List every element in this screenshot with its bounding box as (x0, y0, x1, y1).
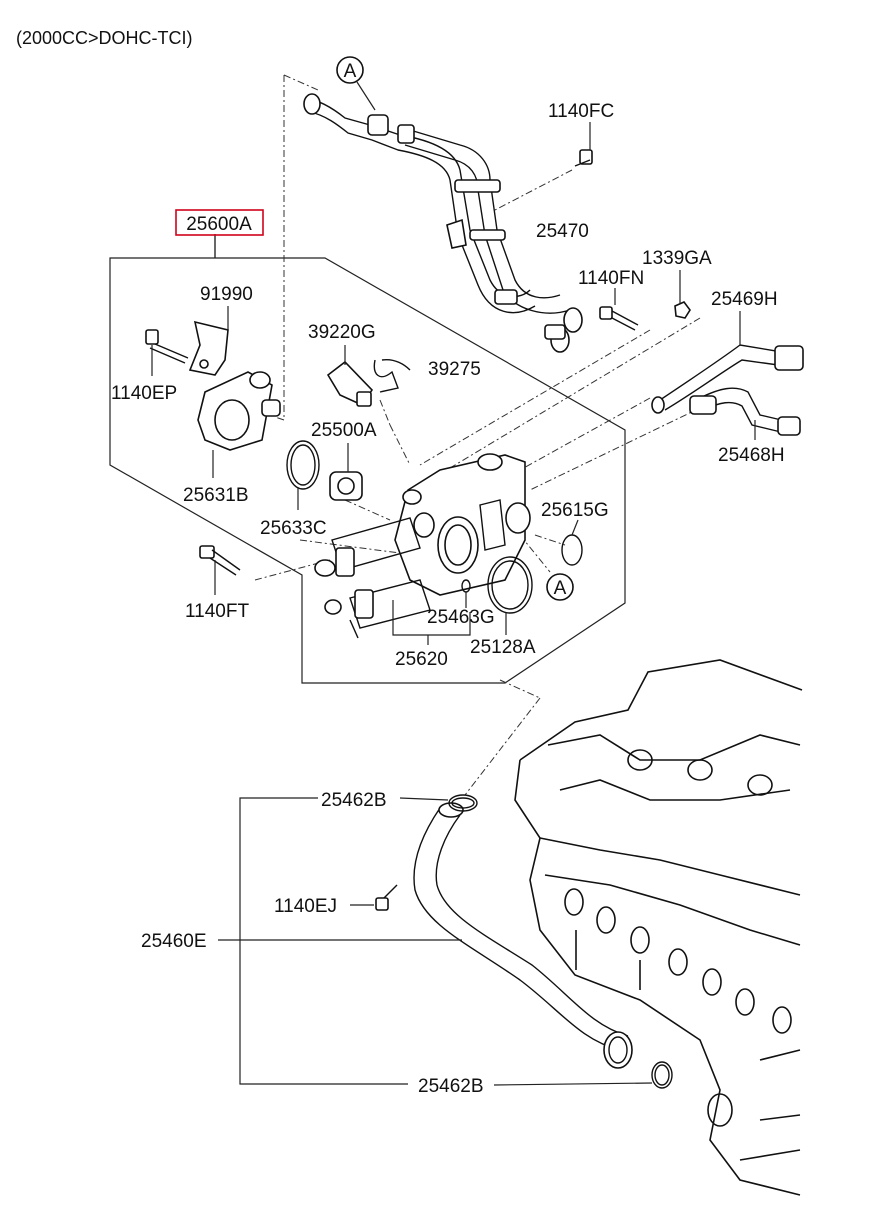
highlight-box-25600a (175, 209, 264, 236)
label-25468h: 25468H (718, 445, 785, 466)
hose-25469h (651, 311, 804, 414)
gasket-25615g (561, 519, 583, 566)
label-25631b: 25631B (183, 485, 249, 506)
label-25620: 25620 (395, 649, 448, 670)
svg-text:A: A (344, 61, 357, 82)
label-25460e: 25460E (141, 931, 207, 952)
label-1140ft: 1140FT (185, 601, 249, 622)
bracket-91990 (188, 306, 229, 376)
label-25462b-top: 25462B (321, 790, 387, 811)
gasket-25128a (487, 556, 533, 635)
fitting-25631b (197, 371, 281, 478)
label-25128a: 25128A (470, 637, 536, 658)
label-25500a: 25500A (311, 420, 377, 441)
bolt-1140ft (199, 545, 241, 595)
label-1140fn: 1140FN (578, 268, 644, 289)
gasket-25462b-top (399, 794, 478, 812)
bolt-1140ep (145, 329, 189, 376)
coolant-pipe-25470 (303, 93, 583, 353)
label-25615g: 25615G (541, 500, 609, 521)
coolant-hose-25460e (413, 802, 633, 1069)
label-25463g: 25463G (427, 607, 495, 628)
label-25462b-bottom: 25462B (418, 1076, 484, 1097)
oring-25463g (461, 579, 471, 608)
engine-block (514, 659, 803, 1196)
engine-spec-label: (2000CC>DOHC-TCI) (16, 28, 193, 48)
leader-25460e (218, 797, 462, 1085)
assembly-outline (109, 234, 626, 684)
gasket-25633c (286, 440, 320, 510)
svg-text:A: A (554, 578, 567, 599)
hose-25468h (689, 387, 801, 440)
label-91990: 91990 (200, 284, 253, 305)
label-1140fc: 1140FC (548, 101, 614, 122)
label-1140ep: 1140EP (111, 383, 177, 404)
leader-25620 (392, 600, 471, 645)
thermostat-25500a (329, 443, 363, 501)
label-1140ej: 1140EJ (274, 896, 337, 917)
bolt-1140fc (574, 122, 593, 167)
label-25600a: 25600A (186, 214, 252, 235)
bolt-1140ej (350, 884, 398, 911)
label-25469h: 25469H (711, 289, 778, 310)
label-39275: 39275 (428, 359, 481, 380)
label-39220g: 39220G (308, 322, 376, 343)
clip-39275 (373, 358, 411, 393)
water-housing-main (314, 453, 531, 639)
bolt-1140fn (599, 288, 639, 331)
nut-1339ga (674, 270, 691, 319)
label-1339ga: 1339GA (642, 248, 712, 269)
label-25470: 25470 (536, 221, 589, 242)
sensor-39220g (326, 345, 374, 407)
gasket-25462b-bottom (493, 1061, 673, 1089)
callout-a-top: A (336, 56, 376, 111)
callout-a-mid: A (546, 573, 574, 601)
label-25633c: 25633C (260, 518, 327, 539)
